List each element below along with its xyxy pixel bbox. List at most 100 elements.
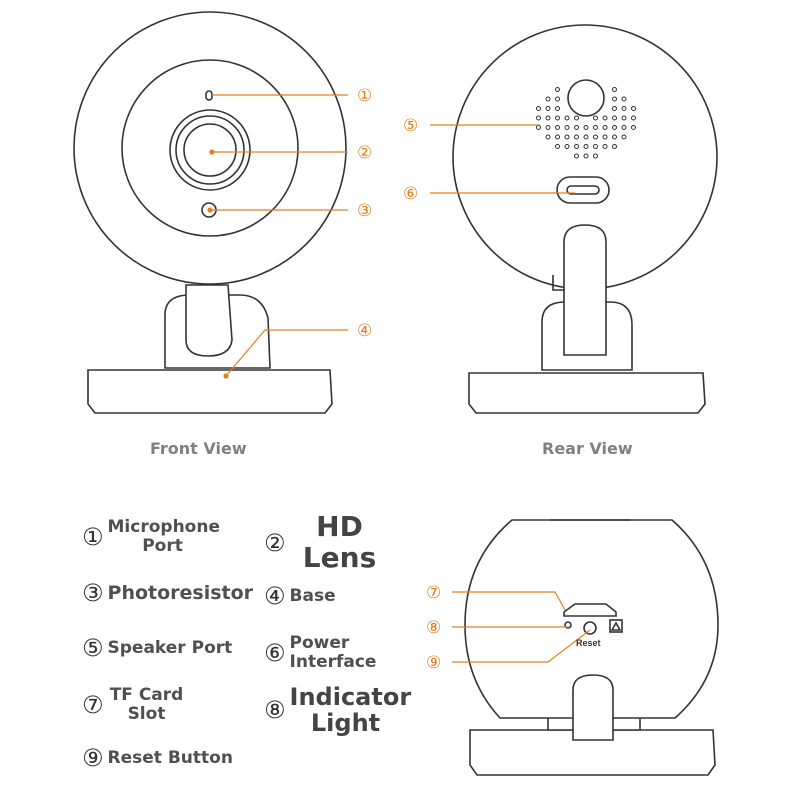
legend-label-3: Photoresistor [107,581,254,604]
lens-ring-outer [169,109,251,191]
bottom-view [464,519,719,776]
speaker-hole [631,115,636,121]
speaker-hole [574,153,579,159]
alert-icon-frame [609,619,623,633]
bottom-neck [572,674,614,741]
legend-number-3: ③ [82,579,104,607]
speaker-hole [555,96,560,102]
legend-item-1: ① Microphone Port [82,517,220,556]
callout-number-2: ② [357,143,372,163]
speaker-hole [602,115,608,121]
speaker-hole [612,144,617,149]
speaker-hole [612,87,617,92]
speaker-hole [612,134,617,140]
rear-strap [552,275,564,291]
speaker-hole [555,115,560,121]
callout-number-5: ⑤ [403,116,418,136]
callout-number-1: ① [357,86,372,106]
speaker-hole [536,115,541,121]
legend-number-7: ⑦ [82,690,104,719]
legend-label-1: Microphone Port [107,517,220,556]
indicator-light [564,621,572,629]
speaker-hole [602,134,608,140]
speaker-hole [564,115,570,121]
rear-neck [563,224,607,356]
speaker-hole [631,125,636,130]
callout-number-6: ⑥ [403,184,418,204]
speaker-hole [564,144,570,149]
tf-card-slot [563,603,617,617]
front-base [87,369,333,414]
power-port-inner [566,185,600,195]
bottom-base [469,729,716,776]
speaker-hole [621,106,627,111]
front-view-label: Front View [150,439,247,458]
speaker-hole [545,134,551,140]
rear-view-label: Rear View [542,439,633,458]
legend-label-9: Reset Button [107,747,233,768]
callout-line-4 [225,329,348,377]
callout-number-7: ⑦ [426,583,441,603]
speaker-hole [574,144,579,149]
speaker-hole [593,134,598,140]
callout-number-9: ⑨ [426,653,441,673]
legend-number-5: ⑤ [82,634,104,662]
legend-label-8: Indicator Light [289,683,412,738]
callout-dot-3 [207,207,213,213]
legend-number-4: ④ [264,582,286,610]
speaker-hole [621,134,627,140]
legend-item-7: ⑦ TF Card Slot [82,686,186,724]
reset-label: Reset [576,638,601,648]
speaker-hole [621,125,627,130]
power-port-outer [556,176,610,204]
callout-number-4: ④ [357,321,372,341]
legend-item-8: ⑧ Indicator Light [264,683,412,738]
legend-number-9: ⑨ [82,744,104,772]
speaker-hole [583,125,589,130]
legend-item-3: ③ Photoresistor [82,581,253,605]
callout-number-8: ⑧ [426,618,441,638]
legend-number-1: ① [82,522,104,551]
speaker-hole [631,106,636,111]
rear-view [452,24,718,414]
legend-item-2: ② HD Lens [264,511,390,574]
speaker-hole [545,96,551,102]
speaker-hole [583,153,589,159]
speaker-hole [612,96,617,102]
speaker-hole [612,106,617,111]
legend-item-4: ④ Base [264,584,336,608]
speaker-port [536,87,636,159]
alert-triangle-icon [610,621,622,631]
speaker-hole [593,125,598,130]
speaker-hole [574,134,579,140]
speaker-hole [583,144,589,149]
speaker-hole [602,125,608,130]
callout-dot-2 [209,149,215,155]
front-head-outer [73,11,347,285]
speaker-hole [555,87,560,92]
speaker-center [567,79,605,117]
legend-number-8: ⑧ [264,696,286,725]
legend-number-6: ⑥ [264,638,286,667]
speaker-hole [564,125,570,130]
callout-line-7 [452,591,566,611]
front-view [73,11,347,414]
speaker-hole [612,125,617,130]
speaker-hole [602,144,608,149]
speaker-hole [574,115,579,121]
speaker-hole [545,125,551,130]
legend-label-4: Base [289,585,336,606]
speaker-hole [555,144,560,149]
rear-base [468,372,706,414]
legend-item-6: ⑥ Power Interface [264,634,380,672]
bottom-head [464,519,719,719]
speaker-hole [593,115,598,121]
reset-button [583,621,597,635]
callout-dot-4 [223,373,229,379]
speaker-hole [545,115,551,121]
speaker-hole [593,153,598,159]
lens-ring-middle [175,115,245,185]
speaker-hole [583,134,589,140]
speaker-hole [574,125,579,130]
